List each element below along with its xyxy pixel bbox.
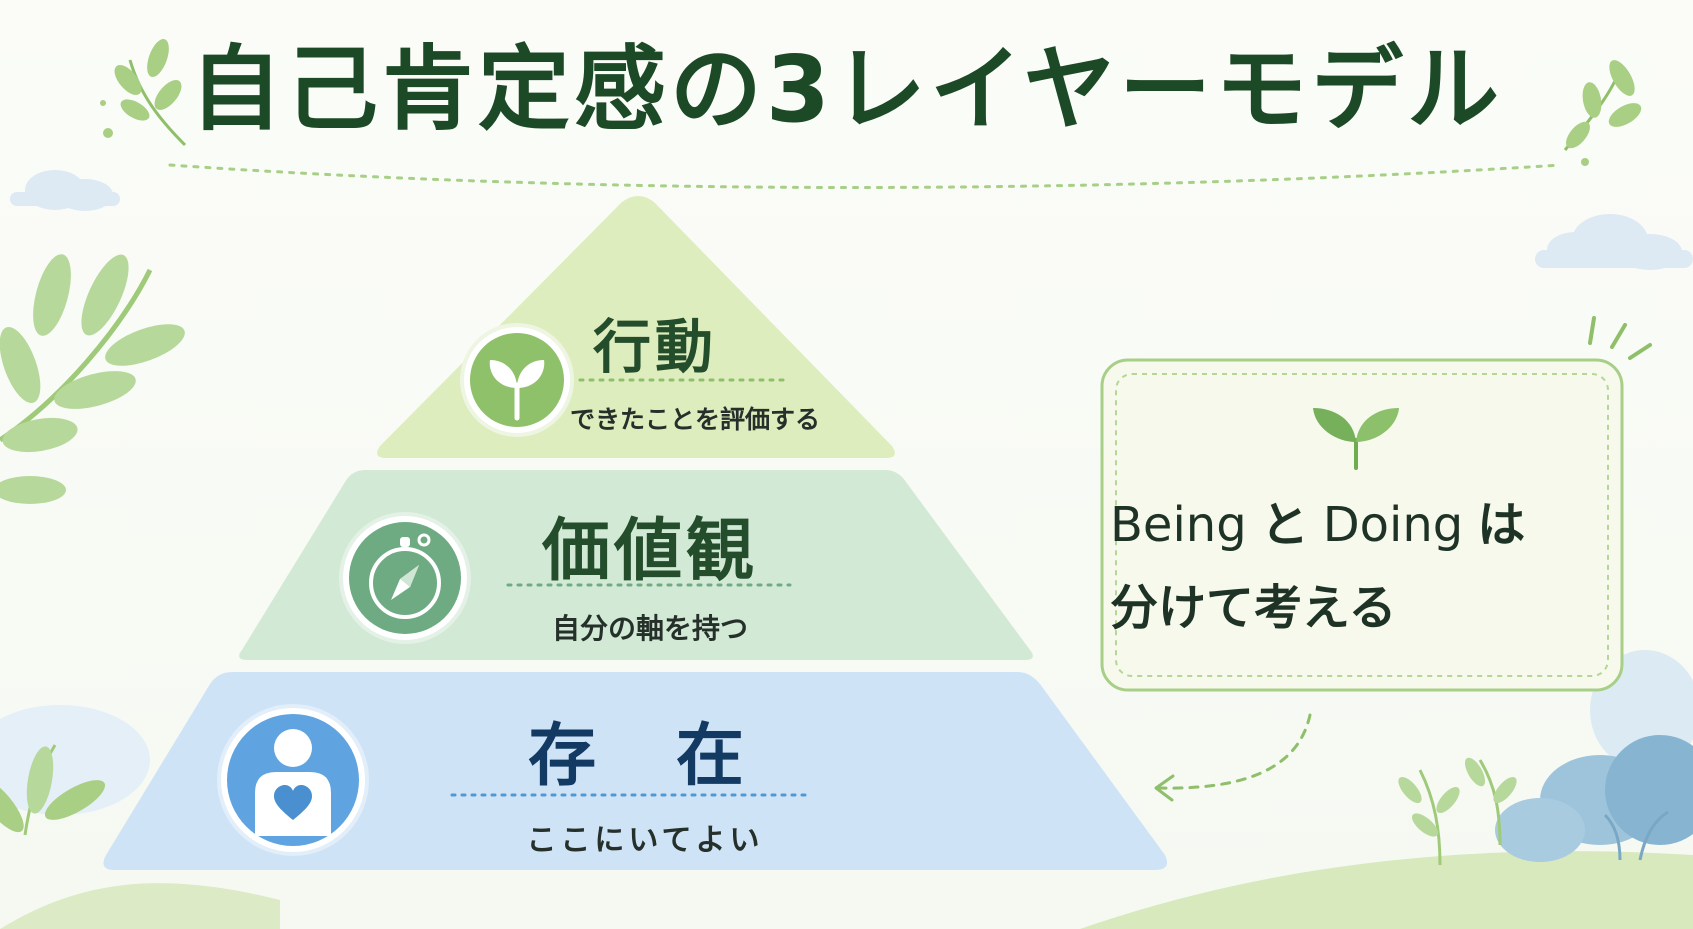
title-underline xyxy=(168,163,1562,189)
layer-exist-title: 存 在 xyxy=(528,717,772,796)
layer-exist-shape xyxy=(103,672,1168,870)
layer-exist-subtitle: ここにいてよい xyxy=(526,823,764,858)
hill-bottom-right xyxy=(0,851,1693,929)
cloud-right-icon xyxy=(1535,214,1693,270)
note-to: と xyxy=(1260,497,1309,553)
cloud-left-icon xyxy=(10,170,120,211)
foliage-bottom-left-icon xyxy=(0,705,150,836)
page-title: 自己肯定感の3レイヤーモデル xyxy=(189,36,1504,143)
person-heart-icon xyxy=(217,704,369,856)
layer-action-title: 行動 xyxy=(592,313,717,381)
note-being: Being xyxy=(1108,497,1249,555)
layer-values-title: 価値観 xyxy=(541,512,758,591)
arrow-to-pyramid xyxy=(1154,713,1312,802)
layer-action-subtitle: できたことを評価する xyxy=(570,405,821,434)
note-card xyxy=(1100,358,1624,692)
note-line-2: 分けて考える xyxy=(1108,568,1610,640)
note-wa: は xyxy=(1477,497,1526,553)
sparkle-icon xyxy=(1588,316,1652,360)
sprout-bottom-right-icon xyxy=(1398,757,1517,866)
branch-left-icon xyxy=(0,254,185,504)
note-line-2-text: 分けて考える xyxy=(1108,568,1399,640)
note-doing: Doing xyxy=(1320,497,1465,555)
sprig-top-right-icon xyxy=(1563,60,1642,166)
sprig-top-left-icon xyxy=(100,38,187,147)
bush-right-icon xyxy=(1495,650,1693,862)
compass-icon xyxy=(339,512,471,644)
layer-values-subtitle: 自分の軸を持つ xyxy=(551,612,748,645)
sprout-icon xyxy=(460,323,574,437)
note-sprout-icon xyxy=(1313,408,1399,470)
